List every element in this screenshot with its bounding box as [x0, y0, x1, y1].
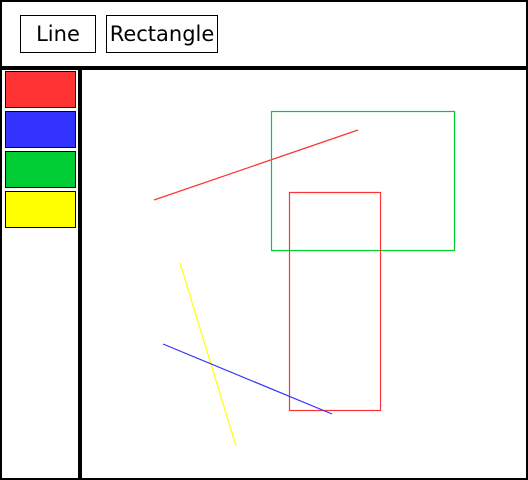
drawn-line-3[interactable]: [179, 262, 237, 447]
color-palette: [2, 70, 78, 478]
line-tool-button[interactable]: Line: [20, 15, 96, 53]
drawn-rectangle-1[interactable]: [270, 110, 456, 252]
color-swatch-yellow[interactable]: [5, 191, 76, 228]
palette-divider: [78, 70, 82, 480]
drawing-surface[interactable]: [82, 70, 526, 478]
drawn-rectangle-2[interactable]: [288, 191, 382, 412]
color-swatch-blue[interactable]: [5, 111, 76, 148]
color-swatch-red[interactable]: [5, 71, 76, 108]
toolbar-divider: [0, 66, 528, 70]
drawing-canvas[interactable]: [82, 70, 526, 478]
drawn-line-4[interactable]: [162, 343, 333, 415]
toolbar: Line Rectangle: [2, 2, 526, 66]
color-swatch-green[interactable]: [5, 151, 76, 188]
drawn-line-0[interactable]: [153, 129, 359, 201]
rectangle-tool-button[interactable]: Rectangle: [106, 15, 218, 53]
